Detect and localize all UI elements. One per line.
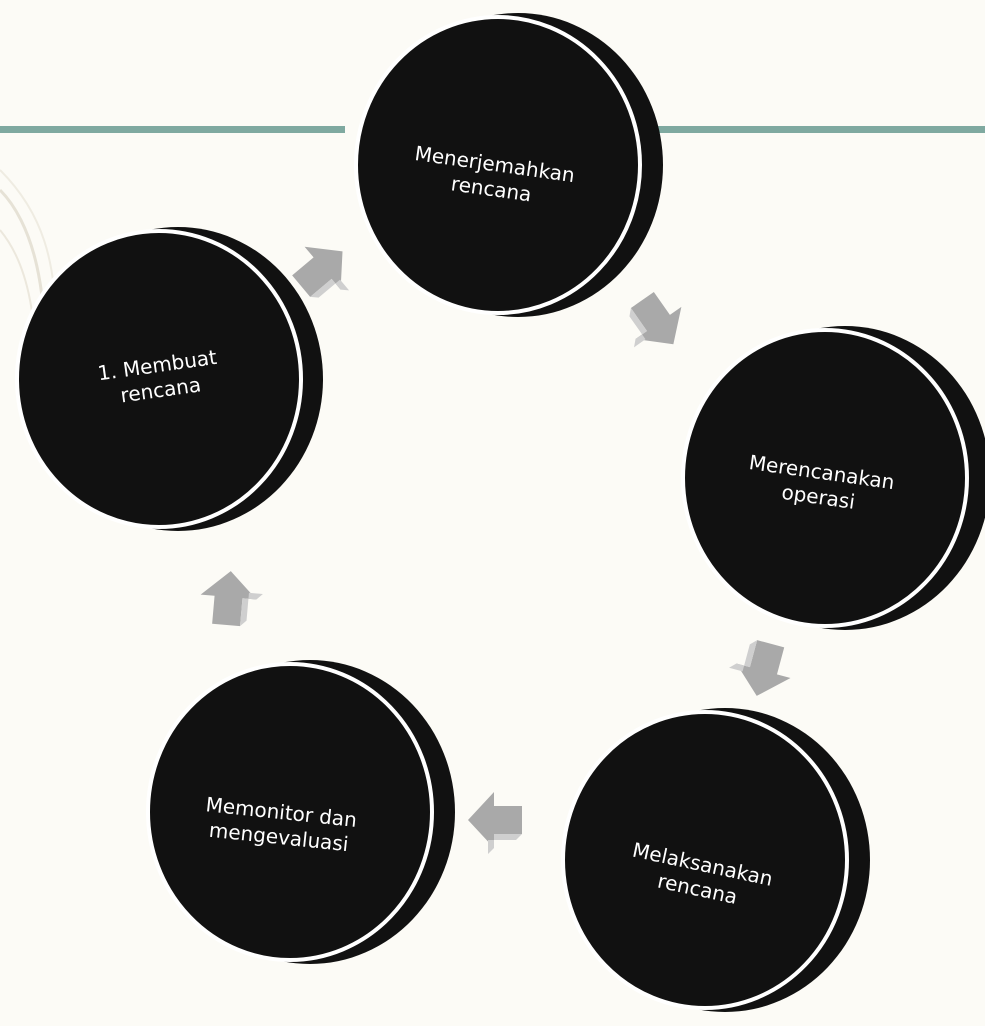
- cycle-step-5-disc: [146, 660, 455, 964]
- arrow-left-icon: [468, 792, 522, 854]
- header-accent-line-right: [655, 126, 985, 133]
- cycle-step-4-disc: [561, 708, 870, 1012]
- arrow-down-right-icon: [629, 291, 682, 348]
- cycle-step-2-disc: [354, 13, 663, 317]
- cycle-step-3-disc: [681, 326, 985, 630]
- arrow-down-icon: [729, 640, 791, 696]
- header-accent-line-left: [0, 126, 345, 133]
- arrow-up-icon: [200, 571, 263, 627]
- cycle-step-1-disc: [15, 227, 323, 531]
- arrow-up-right-icon: [292, 246, 350, 298]
